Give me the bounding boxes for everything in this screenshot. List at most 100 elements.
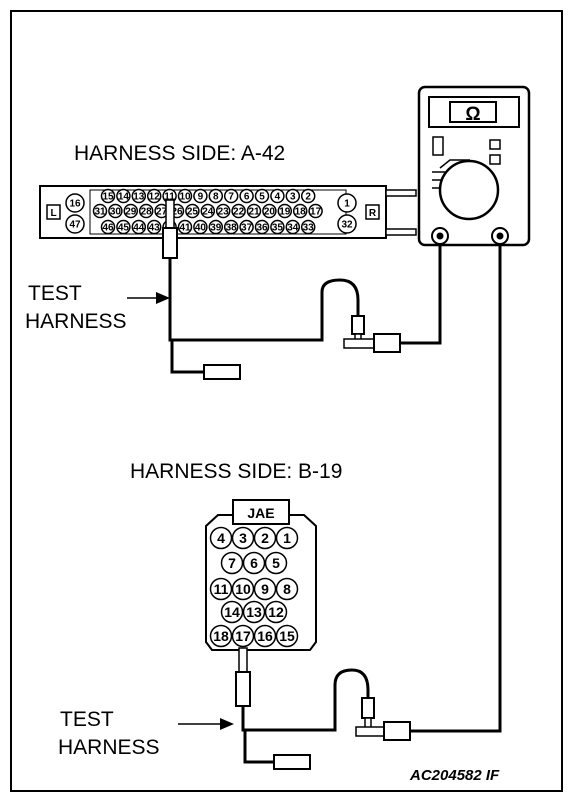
pin-circle xyxy=(220,551,244,575)
connector-pin: 9 xyxy=(253,577,277,601)
connector-pin: 22 xyxy=(231,203,246,219)
harness-side-b-label: HARNESS SIDE: B-19 xyxy=(130,460,342,483)
pin-label: 9 xyxy=(198,192,204,203)
pin-circle xyxy=(242,551,266,575)
wire-a-to-meter xyxy=(168,258,360,342)
meter-button-right-bottom xyxy=(489,154,501,165)
connector-pin: 14 xyxy=(220,600,244,624)
connector-pin: 13 xyxy=(131,188,147,204)
pin-circle xyxy=(116,188,131,204)
connector-pin: 30 xyxy=(108,203,123,219)
pin-circle xyxy=(254,188,270,204)
connector-pin: 23 xyxy=(215,203,231,219)
pin-label: 2 xyxy=(305,192,311,203)
connector-a42-right-marker: R xyxy=(369,208,377,219)
pin-circle xyxy=(131,188,147,204)
pin-label: 3 xyxy=(239,530,247,546)
connector-pin: 4 xyxy=(270,188,285,204)
ohm-icon: Ω xyxy=(465,104,480,125)
pin-label: 5 xyxy=(272,555,280,571)
pin-circle xyxy=(285,188,301,204)
connector-pin: 1 xyxy=(337,193,357,213)
pin-circle xyxy=(254,219,270,235)
pin-circle xyxy=(300,219,316,235)
pin-label: 35 xyxy=(272,223,284,234)
connector-pin: 3 xyxy=(285,188,301,204)
connector-pin: 17 xyxy=(308,203,323,219)
connector-pin: 9 xyxy=(193,188,208,204)
connector-pin: 8 xyxy=(275,577,299,601)
harness-side-a-label: HARNESS SIDE: A-42 xyxy=(74,142,285,165)
pin-circle xyxy=(253,577,277,601)
connector-b19-brand-box xyxy=(232,499,290,525)
pin-label: 22 xyxy=(233,207,245,218)
pin-circle xyxy=(193,188,208,204)
pin-label: 34 xyxy=(287,223,299,234)
pin-circle xyxy=(242,600,266,624)
connector-pin: 16 xyxy=(65,193,85,213)
pin-label: 6 xyxy=(244,192,250,203)
pin-label: 7 xyxy=(228,192,234,203)
plug-a-horizontal xyxy=(343,333,401,353)
connector-a42-right-marker-box xyxy=(365,204,380,220)
pin-circle xyxy=(146,219,162,235)
loose-plug-b xyxy=(273,754,311,770)
connector-pin: 21 xyxy=(246,203,262,219)
connector-pin: 47 xyxy=(65,214,85,234)
pin-circle xyxy=(285,219,301,235)
pin-label: 13 xyxy=(133,192,145,203)
pin-circle xyxy=(177,188,193,204)
connector-pin: 29 xyxy=(123,203,139,219)
pin-circle xyxy=(138,203,154,219)
connector-pin: 15 xyxy=(100,188,116,204)
pin-label: 44 xyxy=(133,223,145,234)
pin-circle xyxy=(116,219,131,235)
connector-pin: 7 xyxy=(220,551,244,575)
connector-pin: 3 xyxy=(231,526,255,550)
pin-label: 18 xyxy=(295,207,307,218)
pin-circle xyxy=(220,600,244,624)
pin-circle xyxy=(209,526,233,550)
pin-label: 17 xyxy=(310,207,322,218)
pin-label: 4 xyxy=(275,192,281,203)
pin-label: 29 xyxy=(125,207,137,218)
meter-jack-right-center xyxy=(496,232,504,240)
pin-circle xyxy=(246,203,262,219)
test-harness-bottom-label-1: TEST xyxy=(60,708,114,731)
pin-label: 11 xyxy=(214,581,229,597)
connector-pin: 35 xyxy=(270,219,285,235)
meter-dial xyxy=(438,159,500,221)
connector-a42-tab-top xyxy=(385,189,417,197)
connector-pin: 28 xyxy=(138,203,154,219)
pin-circle xyxy=(177,219,193,235)
connector-pin: 18 xyxy=(292,203,308,219)
connector-pin: 11 xyxy=(209,577,233,601)
pointer-arrow-bottom xyxy=(178,718,234,730)
pin-circle xyxy=(239,188,254,204)
connector-pin: 38 xyxy=(223,219,239,235)
pin-circle xyxy=(231,624,255,648)
connector-a42-left-marker: L xyxy=(50,208,56,219)
connector-pin: 12 xyxy=(264,600,288,624)
pin-circle xyxy=(100,188,116,204)
connector-pin: 14 xyxy=(116,188,131,204)
pin-circle xyxy=(185,203,200,219)
pin-label: 16 xyxy=(69,199,81,210)
wire-b-loose-end xyxy=(243,730,275,764)
pin-circle xyxy=(231,203,246,219)
meter-button-left xyxy=(432,136,444,156)
pin-label: 39 xyxy=(210,223,222,234)
pin-circle xyxy=(253,526,277,550)
wire-a-loose-end xyxy=(170,340,205,374)
plug-b-vertical xyxy=(361,697,375,729)
pin-label: 38 xyxy=(226,223,238,234)
pin-label: 16 xyxy=(257,628,273,644)
wire-b-meter-lead xyxy=(410,244,502,733)
pointer-arrow-top xyxy=(127,292,170,304)
pin-circle xyxy=(253,624,277,648)
pin-circle xyxy=(215,203,231,219)
pin-circle xyxy=(275,624,299,648)
multimeter: Ω xyxy=(417,85,531,247)
connector-pin: 46 xyxy=(100,219,116,235)
